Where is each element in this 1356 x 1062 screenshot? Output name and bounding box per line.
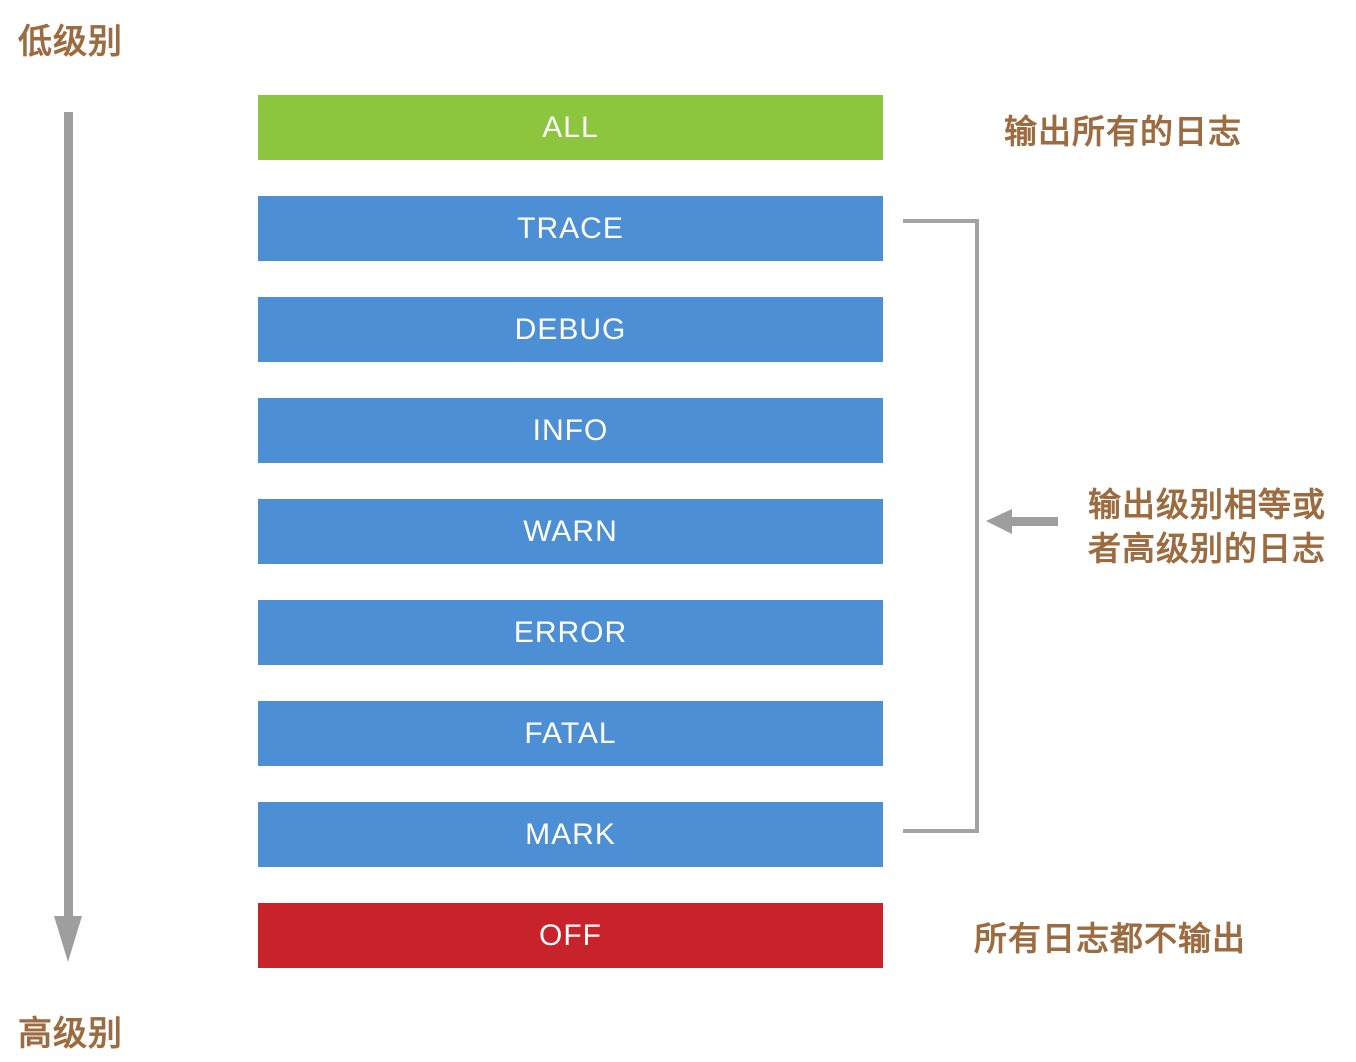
level-label-warn: WARN [523, 514, 618, 548]
annotation-off: 所有日志都不输出 [974, 920, 1246, 957]
level-bar-mark: MARK [258, 802, 883, 867]
low-level-label: 低级别 [18, 23, 123, 61]
level-bar-error: ERROR [258, 600, 883, 665]
level-bar-warn: WARN [258, 499, 883, 564]
level-bars: ALL TRACE DEBUG INFO WARN ERROR FATAL MA… [258, 95, 883, 968]
level-bar-info: INFO [258, 398, 883, 463]
down-arrow-shaft [64, 112, 73, 918]
bracket-vertical-line [975, 219, 979, 833]
left-arrow-shaft [1010, 517, 1058, 526]
level-label-all: ALL [542, 110, 599, 144]
high-level-label: 高级别 [18, 1015, 123, 1053]
annotation-range-line2: 者高级别的日志 [1088, 530, 1326, 567]
level-label-off: OFF [539, 918, 602, 952]
down-arrow-icon [54, 916, 82, 962]
level-bar-trace: TRACE [258, 196, 883, 261]
left-arrow-icon [986, 509, 1012, 534]
level-label-fatal: FATAL [524, 716, 617, 750]
level-label-mark: MARK [525, 817, 616, 851]
level-label-debug: DEBUG [514, 312, 627, 346]
level-bar-fatal: FATAL [258, 701, 883, 766]
level-bar-off: OFF [258, 903, 883, 968]
annotation-range: 输出级别相等或 者高级别的日志 [1088, 483, 1326, 571]
annotation-range-line1: 输出级别相等或 [1088, 486, 1326, 523]
bracket-bottom-line [903, 829, 979, 833]
bracket-top-line [903, 219, 979, 223]
level-bar-all: ALL [258, 95, 883, 160]
level-label-error: ERROR [513, 615, 628, 649]
level-label-info: INFO [532, 413, 609, 447]
annotation-all: 输出所有的日志 [1004, 113, 1242, 150]
level-bar-debug: DEBUG [258, 297, 883, 362]
level-label-trace: TRACE [517, 211, 624, 245]
